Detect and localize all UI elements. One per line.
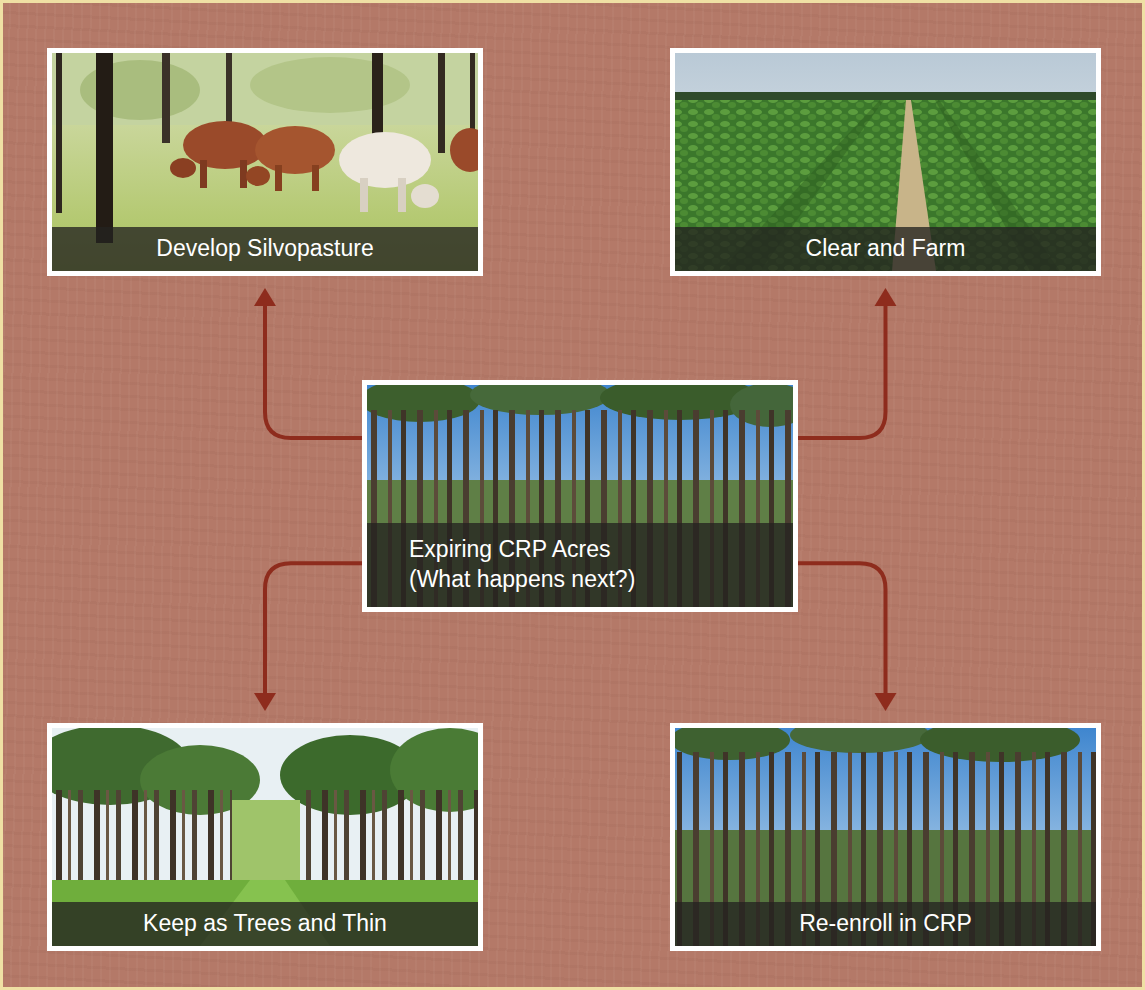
arrowhead bbox=[875, 693, 897, 711]
elbow-arrow bbox=[798, 288, 897, 438]
caption-text: Expiring CRP Acres (What happens next?) bbox=[409, 535, 671, 595]
caption-band: Develop Silvopasture bbox=[52, 227, 478, 271]
arrowhead bbox=[254, 288, 276, 306]
photo-frame: Expiring CRP Acres (What happens next?) bbox=[362, 380, 798, 612]
connector-line bbox=[265, 304, 362, 438]
caption-text: Re-enroll in CRP bbox=[687, 909, 1084, 939]
connector-line bbox=[265, 563, 362, 695]
arrowhead bbox=[875, 288, 897, 306]
photo-frame: Re-enroll in CRP bbox=[670, 723, 1101, 951]
elbow-arrow bbox=[798, 563, 897, 711]
connector-line bbox=[798, 304, 886, 438]
photo-frame: Develop Silvopasture bbox=[47, 48, 483, 276]
caption-band: Re-enroll in CRP bbox=[675, 902, 1096, 946]
connector-line bbox=[798, 563, 886, 695]
elbow-arrow bbox=[254, 288, 362, 438]
arrowhead bbox=[254, 693, 276, 711]
photo-frame: Keep as Trees and Thin bbox=[47, 723, 483, 951]
caption-band: Keep as Trees and Thin bbox=[52, 902, 478, 946]
caption-text: Develop Silvopasture bbox=[64, 234, 466, 264]
caption-text: Keep as Trees and Thin bbox=[64, 909, 466, 939]
caption-text: Clear and Farm bbox=[687, 234, 1084, 264]
caption-band: Expiring CRP Acres (What happens next?) bbox=[367, 523, 793, 607]
photo-frame: Clear and Farm bbox=[670, 48, 1101, 276]
elbow-arrow bbox=[254, 563, 362, 711]
caption-band: Clear and Farm bbox=[675, 227, 1096, 271]
